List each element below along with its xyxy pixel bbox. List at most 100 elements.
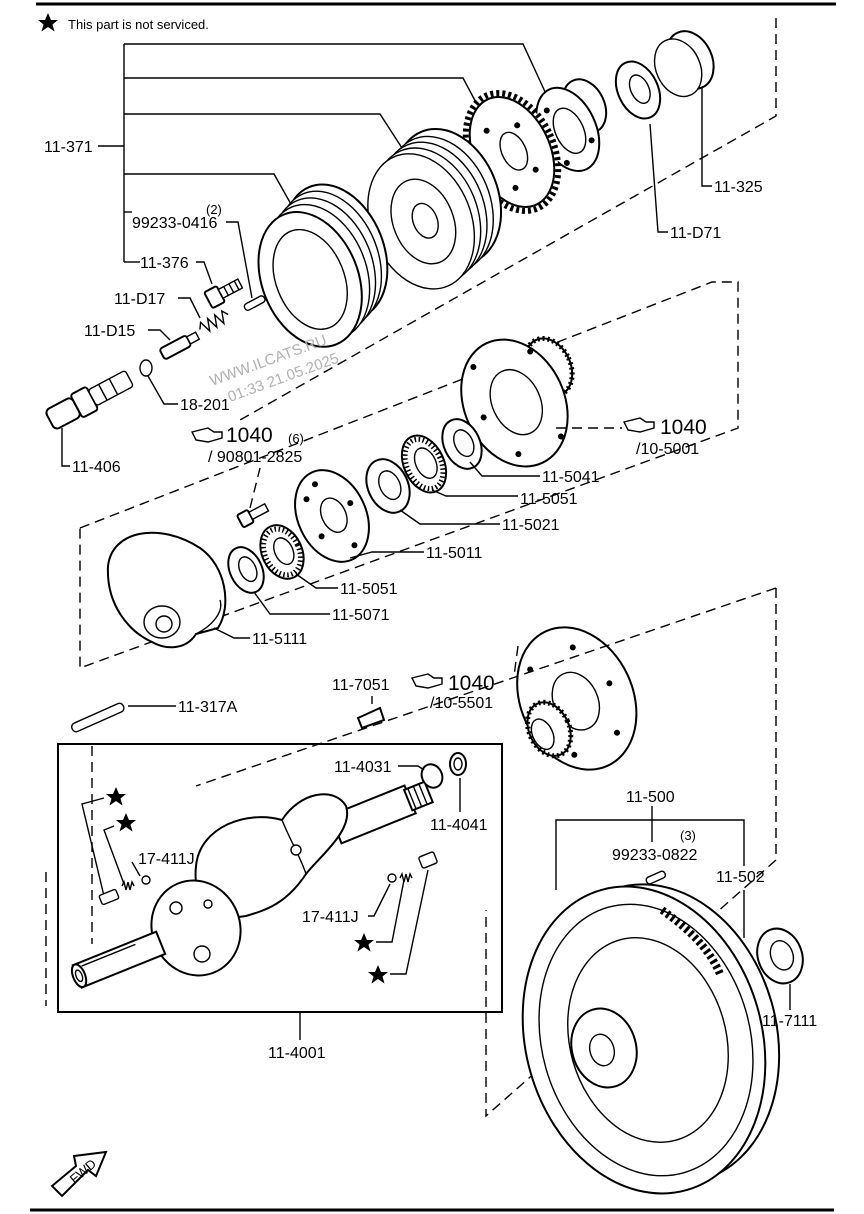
seal-11-4041 <box>449 752 467 776</box>
leader-11-D71 <box>649 123 668 233</box>
leader-11-5051-a <box>431 489 518 497</box>
envelope-lower-top <box>195 587 777 787</box>
plug-right <box>418 851 438 869</box>
sensor-11-406 <box>45 370 134 430</box>
leader-11-5071 <box>253 591 330 615</box>
star-icon <box>38 13 58 32</box>
balance-weight-11-5111 <box>106 531 227 649</box>
label-99233-0822: 99233-0822 <box>612 847 698 864</box>
leader-11-D15 <box>148 329 171 341</box>
label-1040-b: 1040 <box>660 416 707 439</box>
washer-11-5071 <box>227 546 265 594</box>
leader-11-5011 <box>349 551 424 559</box>
washer-11-D71 <box>614 60 662 120</box>
spring-left <box>121 879 135 891</box>
label-11-406: 11-406 <box>72 459 121 476</box>
label-1040-b-sub: /10-5001 <box>636 441 699 458</box>
crankshaft-box <box>57 743 503 1013</box>
ball-left <box>141 875 151 885</box>
label-11-500: 11-500 <box>626 789 675 806</box>
spline-flange-rear <box>460 336 575 468</box>
pointing-hand-icon <box>190 427 223 443</box>
leader-99233-0416 <box>226 221 253 299</box>
envelope-top-edge <box>239 18 777 421</box>
washer-11-5021 <box>365 458 411 514</box>
leader-star-b <box>103 825 125 885</box>
leader-11-5041 <box>469 461 540 477</box>
bolt-90801-2825 <box>236 502 270 528</box>
eccentric-shaft-11-4001 <box>70 746 435 989</box>
label-11-5111: 11-5111 <box>252 631 307 648</box>
leader-11-376 <box>196 261 213 285</box>
label-11-5021: 11-5021 <box>502 517 560 534</box>
label-qty-3: (3) <box>680 828 696 843</box>
leader-star-d <box>390 869 429 975</box>
label-11-4041: 11-4041 <box>430 817 488 834</box>
label-11-5011: 11-5011 <box>426 545 482 562</box>
ball-right <box>387 873 397 883</box>
star-icon <box>106 787 126 806</box>
label-17-411J-b: 17-411J <box>302 909 359 926</box>
label-11-5041: 11-5041 <box>542 469 600 486</box>
leader-11-5051-b <box>295 573 338 589</box>
spline-flange-front <box>516 626 638 771</box>
star-icon <box>116 813 136 832</box>
envelope-middle <box>79 281 739 670</box>
label-17-411J-a: 17-411J <box>138 851 195 868</box>
leader-star-a <box>81 797 105 897</box>
label-11-5051-b: 11-5051 <box>340 581 398 598</box>
seal-11-7111 <box>756 927 804 985</box>
label-1040-a-sub: / 90801-2825 <box>208 449 302 466</box>
label-qty-2: (2) <box>206 202 222 217</box>
leader-17-411J-b <box>368 883 391 917</box>
bearing-11-5051-b <box>259 524 305 580</box>
bushing-11-4031 <box>420 763 444 789</box>
leader-11-5021 <box>399 509 500 525</box>
pulley-front <box>257 183 389 348</box>
label-11-371: 11-371 <box>44 139 93 156</box>
label-11-376: 11-376 <box>140 255 189 272</box>
plug-left-a <box>98 888 120 906</box>
leader-11-5111 <box>213 627 250 639</box>
flywheel-11-500 <box>521 883 781 1195</box>
label-99233-0416: 99233-0416 <box>132 215 218 232</box>
spring-11-D17 <box>199 309 229 334</box>
washer-11-5041 <box>441 418 483 470</box>
leader-11-325 <box>701 86 712 187</box>
label-11-5051-a: 11-5051 <box>520 491 578 508</box>
ref-1040-a: 1040 (6) / 90801-2825 <box>190 424 304 466</box>
label-11-7111: 11-7111 <box>762 1013 817 1030</box>
label-18-201: 18-201 <box>180 397 230 414</box>
leader-17-411J-a <box>131 861 141 877</box>
label-11-7051: 11-7051 <box>332 677 390 694</box>
leader-star-c <box>376 879 405 943</box>
pulley-multi-groove <box>367 127 503 290</box>
pointing-hand-icon <box>622 417 655 433</box>
fwd-arrow-icon: FWD <box>50 1150 108 1198</box>
label-11-D15: 11-D15 <box>84 323 135 340</box>
ref-1040-b: 1040 /10-5001 <box>556 416 707 458</box>
label-1040-a: 1040 <box>226 424 273 447</box>
pin-99233-0416 <box>243 295 266 311</box>
leader-11-4031 <box>398 765 425 771</box>
leader-90801-2825 <box>249 467 261 509</box>
leader-11-406 <box>61 428 70 467</box>
spring-right <box>399 871 413 883</box>
ref-1040-c: 1040 /10-5501 <box>410 645 519 712</box>
seal-11-325 <box>653 30 715 98</box>
label-11-4001: 11-4001 <box>268 1045 326 1062</box>
bracket-11-500 <box>555 806 745 938</box>
label-11-D17: 11-D17 <box>114 291 165 308</box>
pointing-hand-icon <box>410 673 443 689</box>
label-1040-c: 1040 <box>448 672 495 695</box>
pin-99233-0822 <box>645 870 667 885</box>
label-1040-c-sub: /10-5501 <box>430 695 493 712</box>
woodruff-key-11-7051 <box>356 706 386 730</box>
oring-18-201 <box>139 359 153 377</box>
leader-11-D17 <box>178 297 201 319</box>
label-1040-a-qty: (6) <box>288 431 304 446</box>
label-11-5071: 11-5071 <box>332 607 390 624</box>
key-11-317A <box>70 702 125 733</box>
